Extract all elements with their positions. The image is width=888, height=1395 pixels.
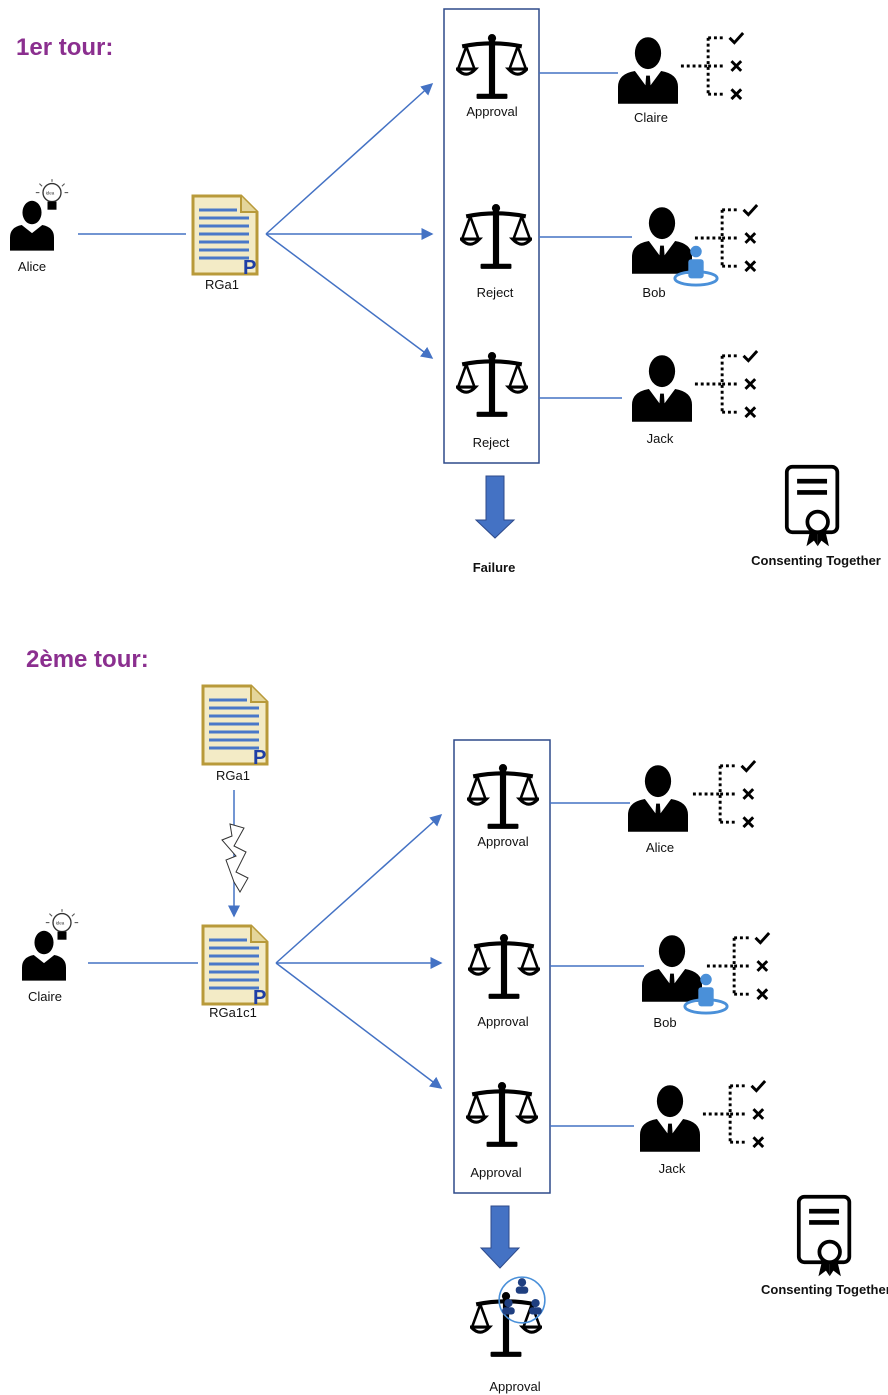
document-icon <box>201 684 269 766</box>
round-1: 1er tour: Alice RGa1 Approval Reject Rej… <box>10 8 881 575</box>
arrow-to-vote-3 <box>275 962 443 1089</box>
checklist-icon <box>705 932 771 1000</box>
outcome-arrow <box>479 1205 521 1269</box>
lightbulb-icon <box>35 178 69 211</box>
round-2: 2ème tour: RGa1 Claire RGa1c1 Approval A… <box>22 646 888 1394</box>
balance-scale-icon <box>461 204 531 269</box>
balance-scale-icon <box>468 764 538 829</box>
checklist-icon <box>693 204 759 272</box>
group-icon <box>498 1276 546 1324</box>
balance-scale-icon <box>457 352 527 417</box>
balance-scale-icon <box>457 34 527 99</box>
round-1-heading: 1er tour: <box>16 34 113 61</box>
outcome-label: Failure <box>473 560 516 575</box>
vote-label-3: Approval <box>470 1165 521 1180</box>
document-label: RGa1c1 <box>209 1005 257 1020</box>
vote-label-1: Approval <box>466 104 517 119</box>
voter-bob-icon <box>632 207 692 274</box>
source-document-label: RGa1 <box>216 768 250 783</box>
badge-label: Consenting Together <box>761 1282 888 1297</box>
checklist-icon <box>701 1080 767 1148</box>
voter-claire-icon <box>618 37 678 104</box>
voter-label-3: Jack <box>659 1161 686 1176</box>
arrow-to-vote-1 <box>265 82 434 235</box>
voter-label-2: Bob <box>653 1015 676 1030</box>
arrow-to-vote-3 <box>265 233 434 359</box>
lightning-icon <box>221 823 249 893</box>
document-icon <box>201 924 269 1006</box>
voter-jack-icon <box>640 1085 700 1152</box>
outcome-arrow <box>474 475 516 539</box>
vote-label-3: Reject <box>473 435 510 450</box>
proposer-label: Alice <box>18 259 46 274</box>
arrow-to-vote-1 <box>275 813 443 964</box>
votes-box <box>443 8 540 464</box>
proposer-alice-icon <box>10 200 54 251</box>
vote-label-2: Reject <box>477 285 514 300</box>
round-2-heading: 2ème tour: <box>26 646 149 673</box>
balance-scale-icon <box>467 1082 537 1147</box>
certificate-icon <box>796 1194 852 1279</box>
voter-label-1: Claire <box>634 110 668 125</box>
voter-label-1: Alice <box>646 840 674 855</box>
balance-scale-icon <box>469 934 539 999</box>
outcome-label: Approval <box>489 1379 540 1394</box>
proposer-label: Claire <box>28 989 62 1004</box>
voter-label-3: Jack <box>647 431 674 446</box>
voter-alice-icon <box>628 765 688 832</box>
vote-label-1: Approval <box>477 834 528 849</box>
certificate-icon <box>784 464 840 549</box>
voter-label-2: Bob <box>642 285 665 300</box>
vote-label-2: Approval <box>477 1014 528 1029</box>
voter-bob-icon <box>642 935 702 1002</box>
checklist-icon <box>693 350 759 418</box>
document-icon <box>191 194 259 276</box>
badge-label: Consenting Together <box>751 553 881 568</box>
document-label: RGa1 <box>205 277 239 292</box>
voter-jack-icon <box>632 355 692 422</box>
checklist-icon <box>679 32 745 100</box>
checklist-icon <box>691 760 757 828</box>
